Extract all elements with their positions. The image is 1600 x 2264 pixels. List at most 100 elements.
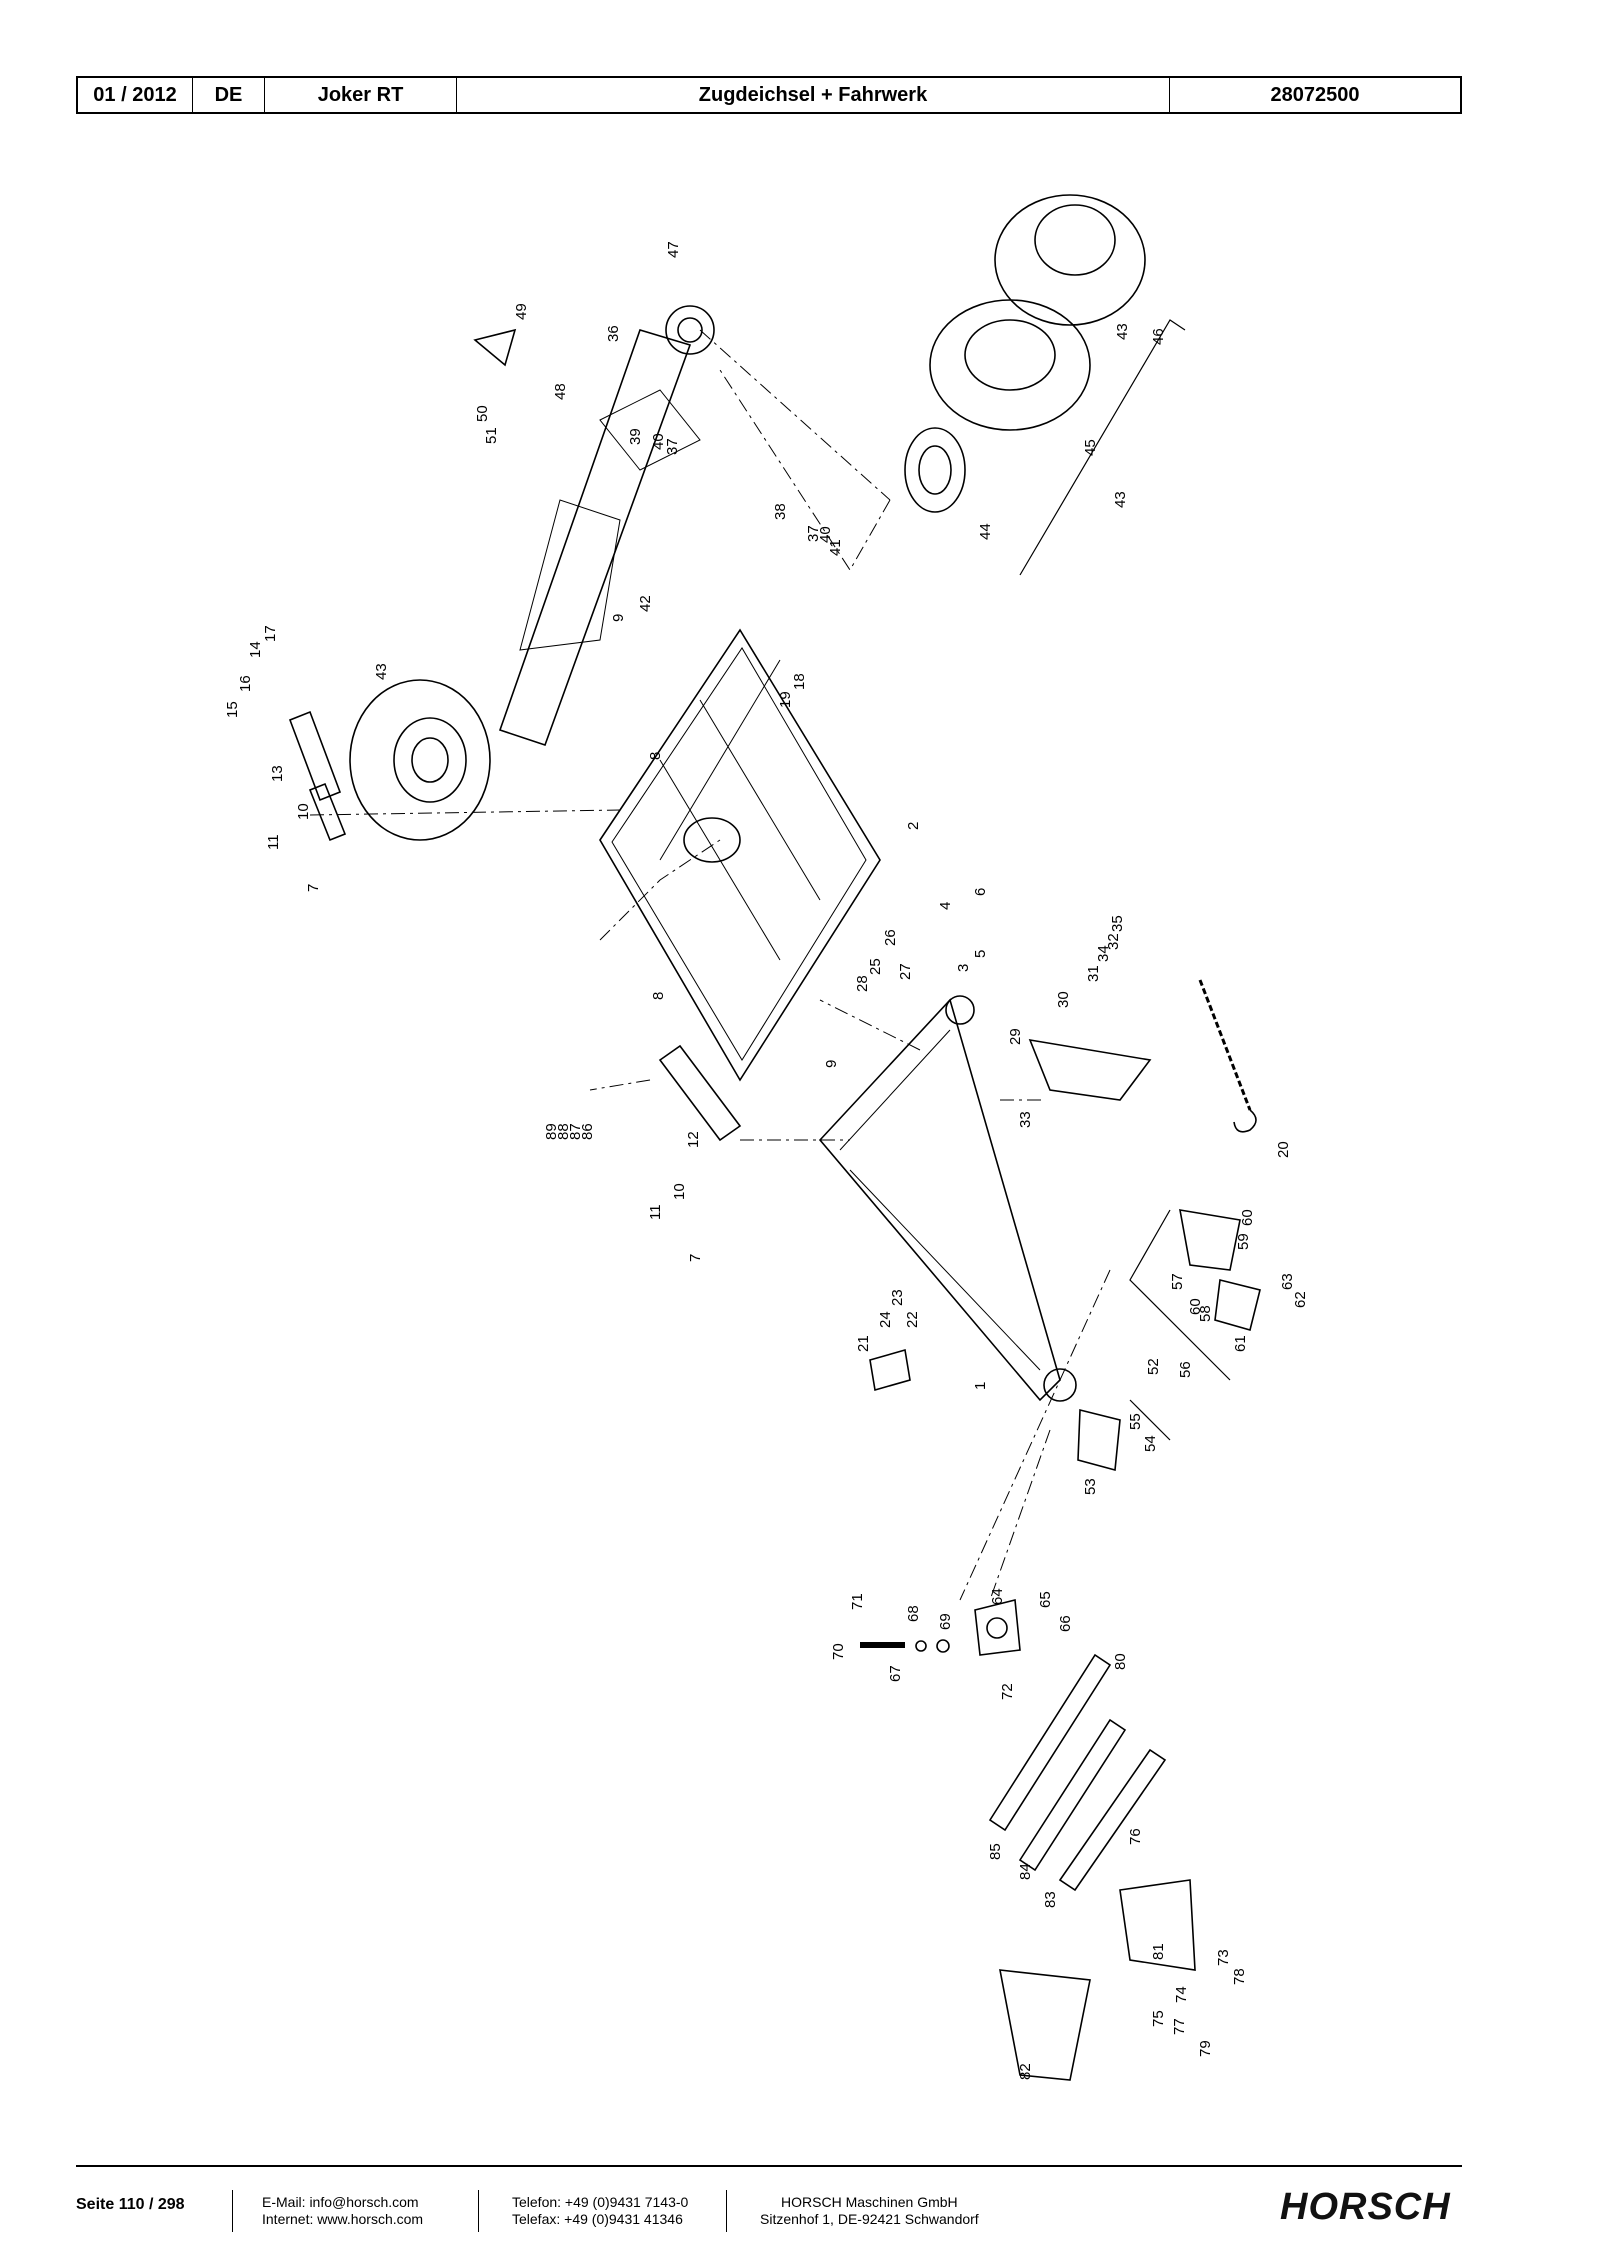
callout: 24 bbox=[877, 1311, 894, 1328]
callout: 76 bbox=[1127, 1828, 1144, 1845]
callout: 23 bbox=[889, 1289, 906, 1306]
callout: 84 bbox=[1017, 1863, 1034, 1880]
callout: 59 bbox=[1235, 1233, 1252, 1250]
callout: 10 bbox=[295, 803, 312, 820]
footer-company-block: HORSCH Maschinen GmbH Sitzenhof 1, DE-92… bbox=[760, 2194, 979, 2228]
callout: 40 bbox=[817, 526, 834, 543]
callout: 60 bbox=[1187, 1298, 1204, 1315]
drawing-linework bbox=[288, 194, 1261, 2081]
callout: 49 bbox=[513, 303, 530, 320]
callout: 4 bbox=[937, 902, 954, 910]
callout: 7 bbox=[305, 884, 322, 892]
callout: 55 bbox=[1127, 1413, 1144, 1430]
footer-email: E-Mail: info@horsch.com bbox=[262, 2194, 419, 2210]
callout: 58 bbox=[1197, 1305, 1214, 1322]
callout: 8 bbox=[647, 752, 664, 760]
exploded-parts-drawing: 1 2 3 4 5 6 7 7 8 8 9 9 10 10 11 11 12 1… bbox=[224, 194, 1309, 2081]
callout: 26 bbox=[882, 929, 899, 946]
callout: 57 bbox=[1169, 1273, 1186, 1290]
callout: 25 bbox=[867, 958, 884, 975]
callout: 88 bbox=[555, 1123, 572, 1140]
callout: 32 bbox=[1105, 933, 1122, 950]
callout: 31 bbox=[1085, 965, 1102, 982]
callout: 67 bbox=[887, 1665, 904, 1682]
callout: 87 bbox=[567, 1123, 584, 1140]
callout: 75 bbox=[1150, 2010, 1167, 2027]
callout: 17 bbox=[262, 625, 279, 642]
footer-company: HORSCH Maschinen GmbH bbox=[781, 2194, 958, 2210]
callout: 9 bbox=[823, 1060, 840, 1068]
callout: 89 bbox=[543, 1123, 560, 1140]
footer-address: Sitzenhof 1, DE-92421 Schwandorf bbox=[760, 2211, 979, 2227]
callout: 20 bbox=[1275, 1141, 1292, 1158]
callout: 11 bbox=[647, 1204, 664, 1220]
callout: 46 bbox=[1150, 328, 1167, 345]
callout: 29 bbox=[1007, 1028, 1024, 1045]
header-table: 01 / 2012 DE Joker RT Zugdeichsel + Fahr… bbox=[76, 76, 1462, 114]
header-date: 01 / 2012 bbox=[78, 78, 193, 112]
header-title: Zugdeichsel + Fahrwerk bbox=[457, 78, 1170, 112]
callout: 7 bbox=[687, 1254, 704, 1262]
callout: 37 bbox=[664, 438, 681, 455]
callout: 54 bbox=[1142, 1435, 1159, 1452]
callout: 6 bbox=[972, 888, 989, 896]
callout: 19 bbox=[777, 691, 794, 708]
callout: 73 bbox=[1215, 1949, 1232, 1966]
footer-rule bbox=[76, 2165, 1462, 2167]
callout: 66 bbox=[1057, 1615, 1074, 1632]
callout: 45 bbox=[1082, 439, 1099, 456]
callout: 50 bbox=[474, 405, 491, 422]
callout: 35 bbox=[1109, 915, 1126, 932]
group-brackets bbox=[1019, 319, 1231, 1441]
callout: 47 bbox=[665, 241, 682, 258]
callout: 77 bbox=[1171, 2018, 1188, 2035]
callout: 60 bbox=[1239, 1209, 1256, 1226]
footer-internet: Internet: www.horsch.com bbox=[262, 2211, 424, 2227]
callout: 3 bbox=[955, 964, 972, 972]
callout: 62 bbox=[1292, 1291, 1309, 1308]
callout: 13 bbox=[269, 765, 286, 782]
callout: 27 bbox=[897, 963, 914, 980]
callout: 72 bbox=[999, 1683, 1016, 1700]
callout: 2 bbox=[905, 822, 922, 830]
footer-separator bbox=[232, 2190, 233, 2232]
callout: 80 bbox=[1112, 1653, 1129, 1670]
callout: 8 bbox=[650, 992, 667, 1000]
callout: 10 bbox=[671, 1183, 688, 1200]
callout: 69 bbox=[937, 1613, 954, 1630]
callout: 12 bbox=[685, 1131, 702, 1148]
callout: 52 bbox=[1145, 1358, 1162, 1375]
callout: 51 bbox=[483, 427, 500, 444]
footer-fax: Telefax: +49 (0)9431 41346 bbox=[512, 2211, 683, 2227]
callout: 81 bbox=[1150, 1943, 1167, 1960]
callout: 40 bbox=[650, 433, 667, 450]
callout: 36 bbox=[605, 325, 622, 342]
callout: 21 bbox=[855, 1335, 872, 1352]
callout: 15 bbox=[224, 701, 241, 718]
callout: 61 bbox=[1232, 1335, 1249, 1352]
callout: 39 bbox=[627, 428, 644, 445]
horsch-logo: HORSCH bbox=[1280, 2186, 1451, 2228]
callout: 1 bbox=[972, 1382, 989, 1390]
callout: 43 bbox=[1114, 323, 1131, 340]
callout: 63 bbox=[1279, 1273, 1296, 1290]
callout: 37 bbox=[805, 525, 822, 542]
callout: 70 bbox=[830, 1643, 847, 1660]
callout: 5 bbox=[972, 950, 989, 958]
callout: 78 bbox=[1231, 1968, 1248, 1985]
callout: 71 bbox=[849, 1593, 866, 1610]
callout: 64 bbox=[989, 1588, 1006, 1605]
callout: 16 bbox=[237, 675, 254, 692]
footer-phone: Telefon: +49 (0)9431 7143-0 bbox=[512, 2194, 689, 2210]
callout: 34 bbox=[1095, 945, 1112, 962]
callout: 30 bbox=[1055, 991, 1072, 1008]
footer-separator bbox=[478, 2190, 479, 2232]
footer-contact-web: E-Mail: info@horsch.com Internet: www.ho… bbox=[262, 2194, 423, 2228]
callout: 28 bbox=[854, 975, 871, 992]
callout: 82 bbox=[1017, 2063, 1034, 2080]
callout: 44 bbox=[977, 523, 994, 540]
footer-page-number: Seite 110 / 298 bbox=[76, 2196, 185, 2213]
callout: 74 bbox=[1173, 1986, 1190, 2003]
header-language: DE bbox=[193, 78, 265, 112]
callout-labels: 1 2 3 4 5 6 7 7 8 8 9 9 10 10 11 11 12 1… bbox=[224, 241, 1309, 2080]
